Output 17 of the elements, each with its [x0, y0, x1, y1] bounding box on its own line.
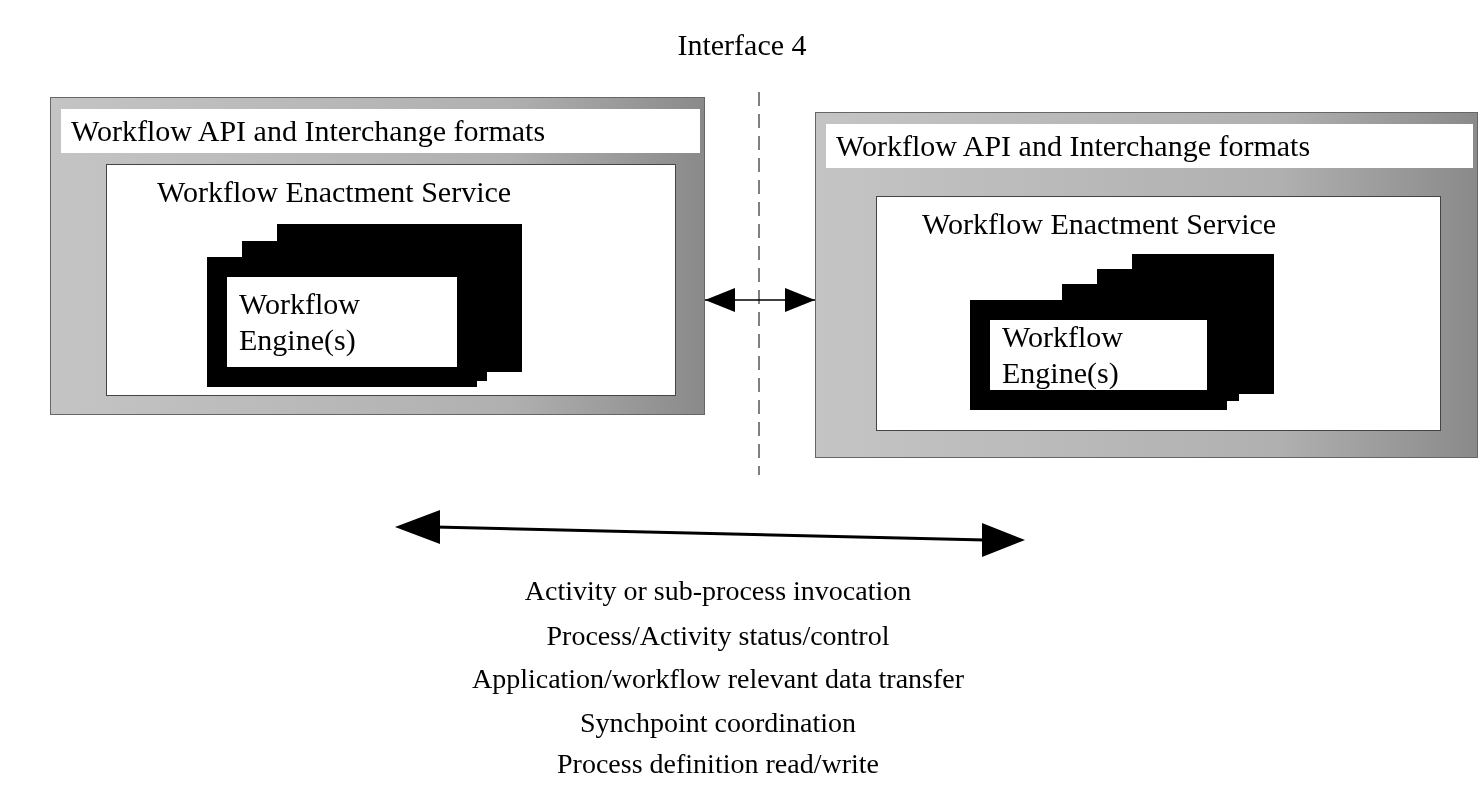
engine-label: Workflow Engine(s) — [1002, 319, 1124, 391]
panel-heading: Workflow API and Interchange formats — [61, 109, 700, 153]
arrow — [704, 288, 816, 312]
engine-label: Workflow Engine(s) — [239, 286, 361, 358]
service-box — [106, 164, 676, 396]
interface-function: Process definition read/write — [557, 748, 879, 780]
interface-function: Synchpoint coordination — [579, 707, 857, 739]
service-title: Workflow Enactment Service — [922, 207, 1277, 241]
service-title: Workflow Enactment Service — [157, 175, 512, 209]
interface-function: Process/Activity status/control — [546, 620, 890, 652]
interface-panel — [50, 97, 705, 415]
diagram-title: Interface 4 — [677, 28, 807, 62]
interface-function: Application/workflow relevant data transfer — [471, 663, 965, 695]
service-box — [876, 196, 1441, 431]
panel-heading: Workflow API and Interchange formats — [826, 124, 1473, 168]
interface-function: Activity or sub-process invocation — [524, 575, 912, 607]
interface-panel — [815, 112, 1478, 458]
